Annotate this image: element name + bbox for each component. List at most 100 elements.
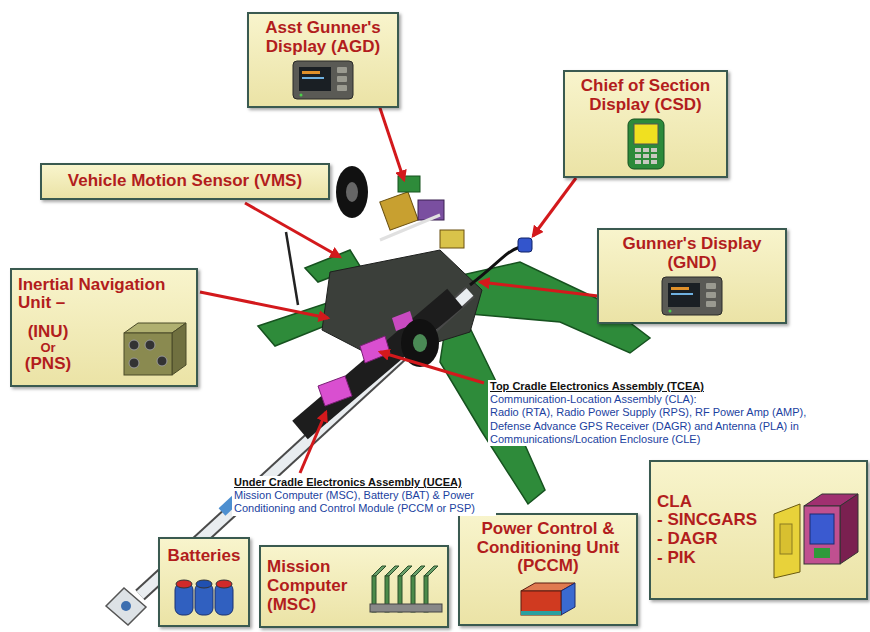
tcea-box bbox=[360, 336, 390, 363]
display-button bbox=[706, 283, 716, 289]
callout-title: Or bbox=[18, 341, 78, 355]
unit-side bbox=[172, 323, 186, 375]
keypad-key bbox=[635, 148, 641, 152]
gps-unit bbox=[814, 548, 830, 558]
board-top bbox=[398, 566, 412, 576]
battery-cap bbox=[176, 580, 192, 588]
status-led bbox=[669, 310, 672, 313]
assembly-note: Communication-Location Assembly (CLA): bbox=[488, 393, 840, 406]
callout-box: Asst Gunner's Display (AGD) bbox=[247, 12, 399, 108]
connector bbox=[129, 340, 139, 350]
display-case bbox=[662, 277, 722, 315]
enclosure-side bbox=[840, 494, 858, 564]
display-button bbox=[706, 301, 716, 307]
screen-bar bbox=[302, 77, 324, 79]
note-block: Top Cradle Electronics Assembly (TCEA)Co… bbox=[488, 380, 840, 446]
leader-arrow bbox=[378, 102, 404, 180]
frame bbox=[380, 215, 440, 240]
cla-icon bbox=[770, 474, 862, 586]
sight-unit bbox=[418, 200, 444, 220]
keypad-key bbox=[635, 154, 641, 158]
radio-unit bbox=[810, 514, 834, 544]
keypad-key bbox=[643, 148, 649, 152]
screen-bar bbox=[302, 71, 320, 74]
wheel-hub bbox=[346, 182, 358, 202]
note-block: Under Cradle Electronics Assembly (UCEA)… bbox=[232, 476, 496, 516]
assembly-heading: Under Cradle Electronics Assembly (UCEA) bbox=[232, 476, 496, 489]
battery-cap bbox=[216, 580, 232, 588]
pccm-icon bbox=[515, 579, 581, 619]
display-button bbox=[337, 76, 347, 82]
equilibrator bbox=[440, 230, 464, 248]
display-screen bbox=[668, 283, 700, 307]
assembly-note: Radio (RTA), Radio Power Supply (RPS), R… bbox=[488, 406, 840, 446]
enclosure-front bbox=[804, 506, 840, 564]
callout-title: - PIK bbox=[657, 549, 767, 568]
module-side bbox=[561, 583, 575, 615]
keypad-key bbox=[651, 148, 657, 152]
leader-arrow bbox=[300, 412, 326, 473]
module-front bbox=[521, 591, 561, 615]
status-led bbox=[300, 94, 303, 97]
callout-title: Mission Computer (MSC) bbox=[267, 558, 363, 614]
callout-box: CLA- SINCGARS- DAGR- PIK bbox=[649, 460, 868, 600]
row: (INU)Or(PNS) bbox=[18, 317, 190, 379]
csd-icon bbox=[624, 117, 668, 171]
bat-icon bbox=[171, 575, 237, 617]
muzzle-brake bbox=[106, 588, 146, 625]
leader-arrow bbox=[480, 282, 598, 296]
callout-box: Mission Computer (MSC) bbox=[259, 545, 449, 628]
screen-bar bbox=[671, 287, 689, 290]
screen-bar bbox=[671, 293, 693, 295]
callout-title: Asst Gunner's Display (AGD) bbox=[255, 19, 391, 56]
assembly-heading: Top Cradle Electronics Assembly (TCEA) bbox=[488, 380, 840, 393]
callout-title: - SINCGARS bbox=[657, 511, 767, 530]
muzzle bbox=[121, 601, 131, 611]
module-base bbox=[521, 611, 561, 615]
disp-icon bbox=[291, 59, 355, 101]
text-column: Batteries bbox=[168, 547, 241, 566]
wheel-hub bbox=[413, 334, 427, 352]
callout-title: Chief of Section Display (CSD) bbox=[571, 77, 720, 114]
leader-arrow bbox=[533, 178, 576, 236]
inu-icon bbox=[116, 317, 190, 379]
antenna bbox=[286, 232, 298, 305]
text-column: Asst Gunner's Display (AGD) bbox=[255, 19, 391, 56]
enclosure-door bbox=[774, 504, 800, 578]
callout-box: Gunner's Display (GND) bbox=[597, 228, 787, 324]
door-panel bbox=[780, 524, 792, 554]
board-top bbox=[372, 566, 386, 576]
wheel bbox=[336, 166, 368, 218]
callout-title: Inertial Navigation Unit – bbox=[18, 276, 190, 313]
text-column: Gunner's Display (GND) bbox=[605, 235, 779, 272]
connector bbox=[157, 356, 167, 366]
callout-box: Power Control & Conditioning Unit (PCCM) bbox=[458, 513, 638, 626]
text-column: Power Control & Conditioning Unit (PCCM) bbox=[466, 520, 630, 576]
sight-mount bbox=[398, 176, 420, 192]
callout-box: Chief of Section Display (CSD) bbox=[563, 70, 728, 178]
elevating-gear bbox=[380, 192, 418, 230]
text-column: Mission Computer (MSC) bbox=[267, 558, 363, 614]
callout-title: Power Control & Conditioning Unit (PCCM) bbox=[466, 520, 630, 576]
text-column: CLA- SINCGARS- DAGR- PIK bbox=[657, 493, 767, 568]
keypad-key bbox=[635, 160, 641, 164]
ucea-box bbox=[318, 376, 352, 406]
disp-icon bbox=[660, 275, 724, 317]
callout-box: Batteries bbox=[158, 537, 250, 627]
callout-title: Batteries bbox=[168, 547, 241, 566]
callout-title: (INU) bbox=[18, 323, 78, 342]
callout-box: Inertial Navigation Unit – (INU)Or(PNS) bbox=[10, 268, 198, 387]
callout-title: CLA bbox=[657, 493, 767, 512]
board-top bbox=[385, 566, 399, 576]
leader-arrow bbox=[200, 292, 328, 318]
callout-title: Vehicle Motion Sensor (VMS) bbox=[68, 172, 302, 191]
callout-box: Vehicle Motion Sensor (VMS) bbox=[40, 163, 330, 200]
display-button bbox=[337, 67, 347, 73]
leader-arrow bbox=[380, 352, 484, 383]
callout-title: (PNS) bbox=[18, 355, 78, 374]
callout-title: - DAGR bbox=[657, 530, 767, 549]
chassis bbox=[370, 604, 442, 612]
msc-icon bbox=[366, 558, 448, 616]
text-column: (INU)Or(PNS) bbox=[18, 323, 78, 375]
